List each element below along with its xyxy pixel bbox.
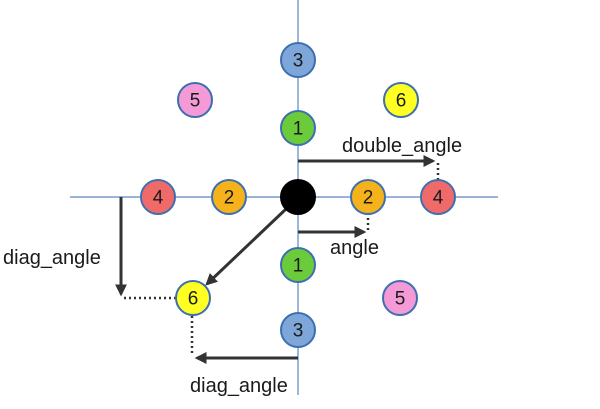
svg-text:6: 6 bbox=[396, 91, 407, 112]
node-upper-left-5: 5 bbox=[177, 82, 213, 118]
node-right-2: 2 bbox=[350, 179, 386, 215]
svg-text:5: 5 bbox=[190, 91, 201, 112]
svg-text:3: 3 bbox=[293, 51, 304, 72]
diag-angle-left-label: diag_angle bbox=[3, 247, 101, 269]
diagonal-arrow bbox=[205, 207, 288, 286]
diag-angle-bottom-label: diag_angle bbox=[190, 375, 288, 397]
node-lower-left-6: 6 bbox=[175, 280, 211, 316]
svg-text:1: 1 bbox=[293, 119, 304, 140]
node-down-3: 3 bbox=[280, 312, 316, 348]
svg-text:1: 1 bbox=[293, 256, 304, 277]
node-left-4: 4 bbox=[140, 179, 176, 215]
node-up-1: 1 bbox=[280, 110, 316, 146]
double-angle-label: double_angle bbox=[342, 135, 462, 157]
svg-text:4: 4 bbox=[153, 188, 164, 209]
svg-text:3: 3 bbox=[293, 321, 304, 342]
node-upper-right-6: 6 bbox=[383, 82, 419, 118]
svg-text:4: 4 bbox=[433, 188, 444, 209]
svg-text:2: 2 bbox=[224, 188, 235, 209]
node-right-4: 4 bbox=[420, 179, 456, 215]
svg-text:2: 2 bbox=[363, 188, 374, 209]
node-left-2: 2 bbox=[211, 179, 247, 215]
node-lower-right-5: 5 bbox=[382, 280, 418, 316]
angle-label: angle bbox=[330, 237, 379, 259]
svg-text:5: 5 bbox=[395, 289, 406, 310]
svg-text:6: 6 bbox=[188, 289, 199, 310]
node-up-3: 3 bbox=[280, 42, 316, 78]
node-center bbox=[280, 179, 316, 215]
node-down-1: 1 bbox=[280, 247, 316, 283]
